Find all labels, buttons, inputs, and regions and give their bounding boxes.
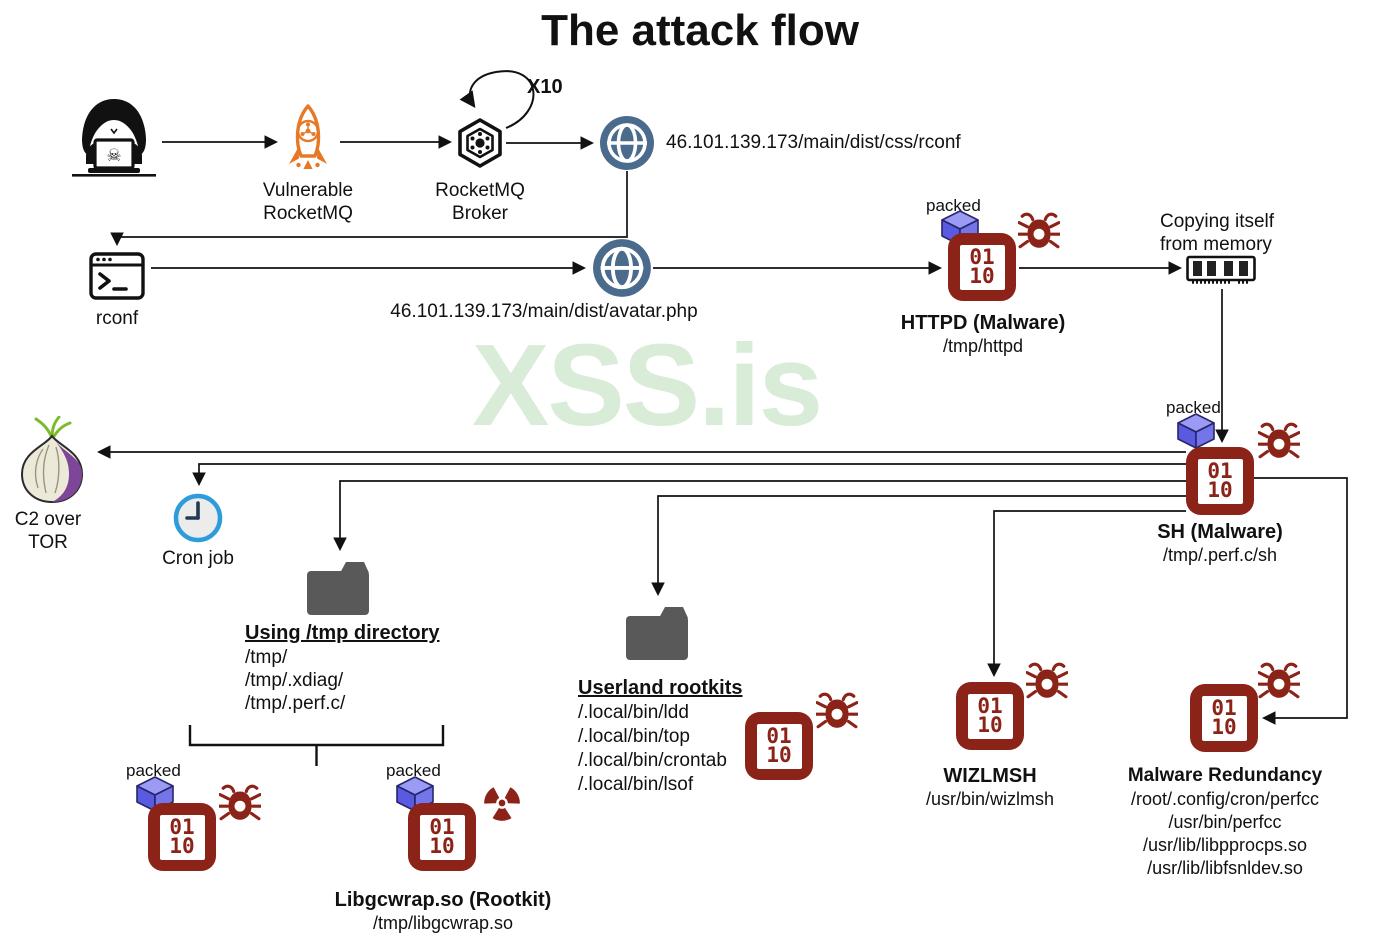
- redundancy-bug-icon: [1258, 662, 1300, 700]
- httpd-label: HTTPD (Malware) /tmp/httpd: [900, 312, 1066, 356]
- sh-packed-cube-icon: [1177, 413, 1215, 449]
- url-rconf: 46.101.139.173/main/dist/css/rconf: [666, 132, 961, 153]
- tmp-binary1-bug-icon: [219, 784, 261, 822]
- wizlmsh-label: WIZLMSH /usr/bin/wizlmsh: [925, 765, 1055, 809]
- httpd-binary-icon: 01 10: [948, 233, 1016, 301]
- ram-icon: [1186, 255, 1256, 284]
- tmp-folder-icon: [307, 562, 369, 615]
- userland-folder-icon: [626, 607, 688, 660]
- terminal-icon: [89, 252, 145, 300]
- libgcwrap-packed-label: packed: [386, 761, 441, 780]
- sh-packed-label: packed: [1166, 398, 1221, 417]
- page-title: The attack flow: [541, 6, 859, 55]
- watermark: XSS.is: [472, 320, 823, 450]
- rocket-icon: [287, 104, 329, 171]
- redundancy-block: Malware Redundancy /root/.config/cron/pe…: [1127, 765, 1323, 878]
- loop-count-label: X10: [527, 76, 563, 98]
- attacker-icon: [70, 97, 158, 179]
- vulnerable-rocketmq-label: Vulnerable RocketMQ: [262, 180, 354, 224]
- httpd-bug-icon: [1018, 212, 1060, 250]
- userland-binary-icon: 01 10: [745, 712, 813, 780]
- sh-label: SH (Malware) /tmp/.perf.c/sh: [1157, 521, 1283, 565]
- sh-bug-icon: [1258, 422, 1300, 460]
- c2-tor-label: C2 over TOR: [14, 509, 82, 553]
- globe-icon-rconf: [599, 115, 655, 171]
- userland-rootkits-block: Userland rootkits /.local/bin/ldd /.loca…: [578, 677, 743, 795]
- broker-icon: [458, 118, 502, 168]
- tor-onion-icon: [20, 416, 84, 504]
- httpd-packed-label: packed: [926, 196, 981, 215]
- cron-job-label: Cron job: [162, 548, 234, 569]
- sh-binary-icon: 01 10: [1186, 447, 1254, 515]
- memory-label: Copying itself from memory: [1160, 211, 1275, 255]
- tmp-bracket: [188, 725, 445, 766]
- userland-bug-icon: [816, 692, 858, 730]
- tmp-binary1-packed-label: packed: [126, 761, 181, 780]
- globe-icon-avatar: [592, 238, 652, 298]
- rconf-label: rconf: [95, 308, 139, 329]
- url-avatar: 46.101.139.173/main/dist/avatar.php: [390, 301, 698, 322]
- tmp-binary1-icon: 01 10: [148, 803, 216, 871]
- rocketmq-broker-label: RocketMQ Broker: [435, 180, 525, 224]
- wizlmsh-binary-icon: 01 10: [956, 682, 1024, 750]
- libgcwrap-binary-icon: 01 10: [408, 803, 476, 871]
- cron-clock-icon: [172, 492, 224, 544]
- libgcwrap-label: Libgcwrap.so (Rootkit) /tmp/libgcwrap.so: [334, 889, 552, 933]
- tmp-directory-block: Using /tmp directory /tmp/ /tmp/.xdiag/ …: [245, 622, 440, 714]
- libgcwrap-radiation-icon: [484, 787, 520, 821]
- wizlmsh-bug-icon: [1026, 662, 1068, 700]
- redundancy-binary-icon: 01 10: [1190, 684, 1258, 752]
